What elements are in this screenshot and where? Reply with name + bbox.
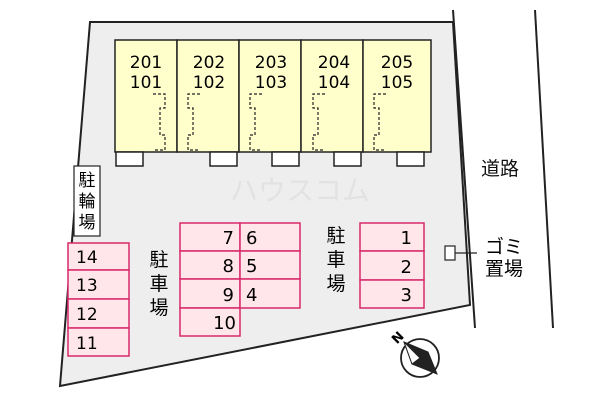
bicycle-space-number: 12 bbox=[76, 305, 98, 325]
unit-box bbox=[362, 39, 432, 153]
parking-space-number: 5 bbox=[246, 256, 257, 277]
parking-space-number: 8 bbox=[223, 256, 234, 277]
unit-box bbox=[176, 39, 240, 153]
parking-space bbox=[359, 250, 425, 281]
unit-4: 204 104 bbox=[300, 39, 364, 167]
parking-right-label-char-1: 駐 bbox=[326, 225, 345, 247]
unit-box bbox=[300, 39, 364, 153]
unit-3: 203 103 bbox=[238, 39, 302, 167]
bicycle-label-char-3: 場 bbox=[79, 213, 96, 233]
road-edge-left bbox=[452, 9, 476, 329]
bicycle-space-number: 13 bbox=[76, 276, 98, 296]
bicycle-parking-label: 駐 輪 場 bbox=[73, 165, 101, 237]
parking-space-number: 2 bbox=[401, 257, 412, 278]
bicycle-label-char-1: 駐 bbox=[79, 171, 96, 191]
parking-space-number: 10 bbox=[213, 313, 236, 334]
parking-space-number: 9 bbox=[223, 285, 234, 306]
garbage-label-line2: 置場 bbox=[485, 258, 523, 280]
unit-5: 205 105 bbox=[362, 39, 432, 167]
parking-center-spaces: 7 8 9 10 6 5 4 bbox=[179, 222, 301, 337]
parking-space bbox=[239, 278, 301, 309]
parking-space bbox=[359, 222, 425, 252]
building: 201 101 202 102 203 103 204 104 bbox=[114, 39, 432, 167]
parking-space-number: 3 bbox=[401, 285, 412, 306]
compass-arrow-light bbox=[403, 341, 421, 365]
parking-space bbox=[239, 250, 301, 280]
road-label: 道路 bbox=[481, 158, 519, 180]
parking-space-number: 4 bbox=[246, 285, 257, 306]
parking-center-label-char-1: 駐 bbox=[149, 249, 168, 271]
unit-lower-number: 103 bbox=[255, 73, 287, 93]
bicycle-space bbox=[67, 242, 130, 271]
balcony-box bbox=[396, 151, 425, 167]
parking-center-label: 駐 車 場 bbox=[149, 249, 168, 319]
unit-lower-number: 105 bbox=[381, 73, 413, 93]
bicycle-spaces: 14 13 12 11 bbox=[67, 242, 130, 357]
bicycle-space bbox=[67, 327, 130, 357]
watermark: ハウスコム bbox=[230, 174, 370, 207]
balcony-box bbox=[209, 151, 238, 167]
unit-lower-number: 104 bbox=[318, 73, 350, 93]
garbage-label-line1: ゴミ bbox=[485, 236, 523, 258]
parking-center-label-char-2: 車 bbox=[149, 273, 168, 295]
parking-space bbox=[179, 307, 241, 337]
unit-upper-number: 203 bbox=[255, 53, 287, 73]
unit-lower-number: 101 bbox=[130, 73, 162, 93]
parking-center-label-char-3: 場 bbox=[149, 297, 168, 319]
bicycle-space-number: 14 bbox=[76, 248, 98, 268]
parking-space bbox=[179, 278, 241, 309]
bicycle-space bbox=[67, 269, 130, 300]
unit-upper-number: 202 bbox=[193, 53, 225, 73]
parking-space-number: 6 bbox=[246, 228, 257, 249]
bicycle-parking-label-box bbox=[73, 165, 101, 237]
unit-1: 201 101 bbox=[114, 39, 178, 167]
unit-upper-number: 201 bbox=[130, 53, 162, 73]
garbage-box-icon bbox=[444, 245, 456, 261]
parking-right-spaces: 1 2 3 bbox=[359, 222, 425, 309]
parking-space bbox=[359, 279, 425, 309]
parking-space bbox=[239, 222, 301, 252]
parking-space-number: 1 bbox=[401, 228, 412, 249]
road-edge-right bbox=[534, 9, 554, 329]
unit-box bbox=[114, 39, 178, 153]
bicycle-label-char-2: 輪 bbox=[79, 192, 96, 212]
bicycle-space-number: 11 bbox=[76, 334, 98, 354]
stair-outline bbox=[312, 93, 325, 151]
unit-2: 202 102 bbox=[176, 39, 240, 167]
unit-lower-number: 102 bbox=[193, 73, 225, 93]
parking-space-number: 7 bbox=[223, 228, 234, 249]
stair-outline bbox=[249, 93, 262, 151]
garbage-area: ゴミ 置場 bbox=[444, 236, 523, 280]
balcony-box bbox=[115, 151, 144, 167]
north-compass-icon: N bbox=[389, 329, 440, 378]
balcony-box bbox=[333, 151, 362, 167]
unit-upper-number: 205 bbox=[381, 53, 413, 73]
balcony-box bbox=[271, 151, 300, 167]
unit-upper-number: 204 bbox=[318, 53, 350, 73]
bicycle-space bbox=[67, 298, 130, 329]
stair-outline bbox=[187, 93, 200, 151]
parking-right-label-char-3: 場 bbox=[326, 273, 345, 295]
stair-outline bbox=[373, 93, 386, 151]
parking-right-label: 駐 車 場 bbox=[326, 225, 345, 295]
parking-right-label-char-2: 車 bbox=[326, 249, 345, 271]
stair-outline bbox=[153, 93, 166, 151]
